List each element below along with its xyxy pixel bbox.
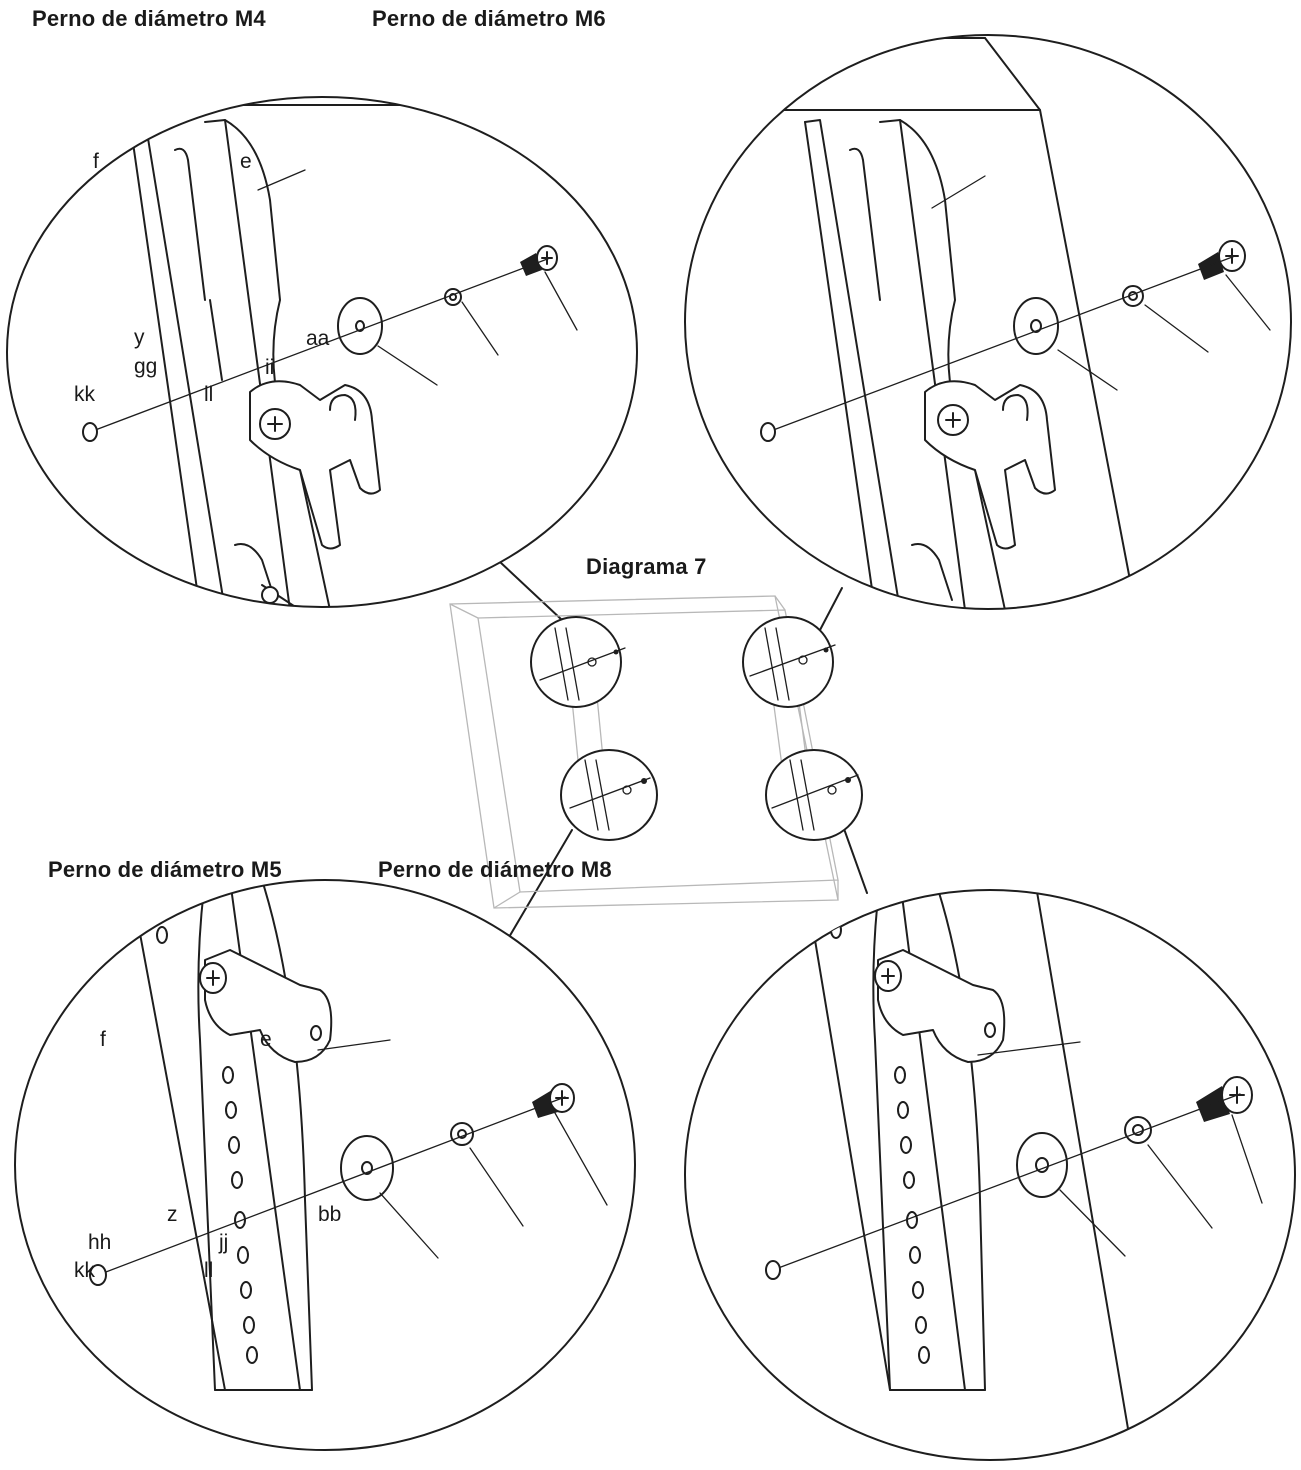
mini-circle-top-right	[742, 616, 836, 708]
detail-circle-m6	[684, 34, 1292, 610]
callout-ll: ll	[204, 1259, 214, 1282]
callout-z: z	[167, 1203, 178, 1226]
detail-circle-m8	[684, 889, 1296, 1461]
callout-ii: ii	[265, 356, 275, 379]
heading-m5: Perno de diámetro M5	[48, 857, 282, 882]
callout-f: f	[100, 1028, 106, 1051]
callout-e: e	[260, 1028, 272, 1051]
callout-jj: jj	[219, 1231, 229, 1254]
mini-circle-top-left	[530, 616, 626, 708]
callout-ll: ll	[204, 383, 214, 406]
tv-panel-overview	[449, 595, 863, 909]
mini-circle-bottom-right	[765, 749, 863, 841]
callout-hh: hh	[88, 1231, 112, 1254]
callout-bb: bb	[318, 1203, 342, 1226]
heading-diagram: Diagrama 7	[586, 554, 707, 579]
callout-kk: kk	[74, 383, 95, 406]
callout-f: f	[93, 150, 99, 173]
slot-holes	[156, 926, 258, 1364]
mini-circle-bottom-left	[560, 749, 658, 841]
heading-m4: Perno de diámetro M4	[32, 6, 266, 31]
connector-lines	[499, 561, 868, 945]
callout-y: y	[134, 326, 145, 349]
callout-gg: gg	[134, 355, 158, 378]
callout-e: e	[240, 150, 252, 173]
callout-kk: kk	[74, 1259, 95, 1282]
detail-circle-m5	[14, 879, 636, 1451]
detail-circle-m4	[6, 96, 638, 608]
callout-aa: aa	[306, 327, 330, 350]
heading-m8: Perno de diámetro M8	[378, 857, 612, 882]
heading-m6: Perno de diámetro M6	[372, 6, 606, 31]
